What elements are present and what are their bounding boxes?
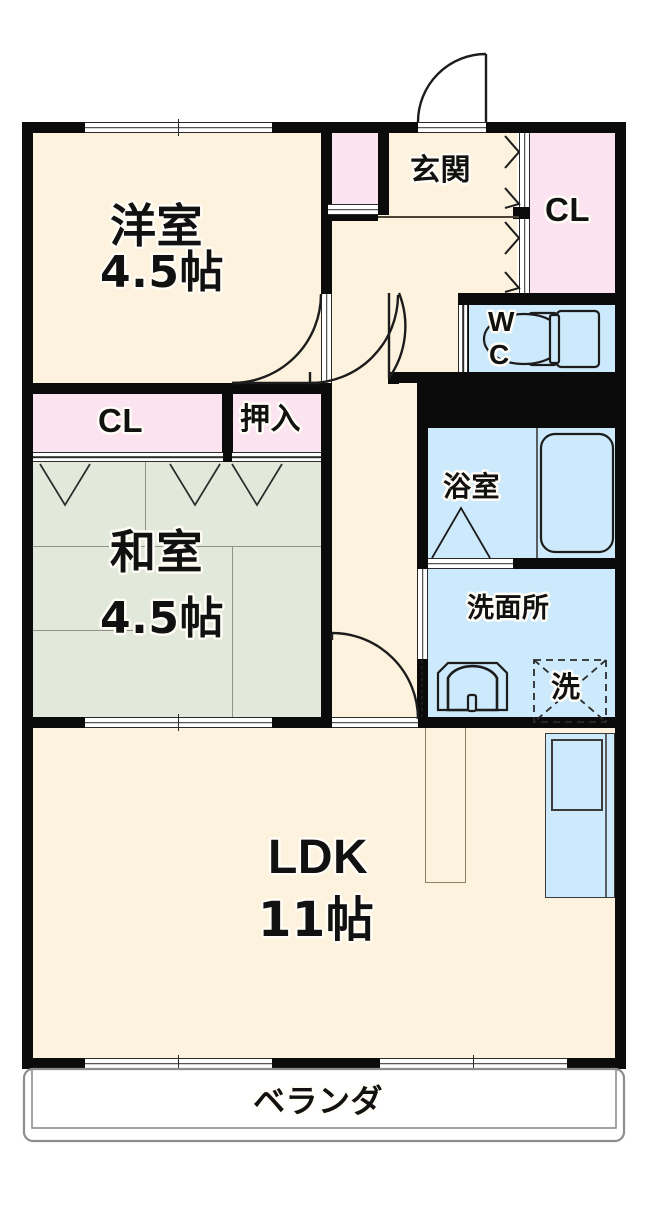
kitchen-cabinet-line-v2	[465, 728, 467, 883]
entrance-door-opening[interactable]	[418, 122, 486, 133]
tatami-joint-v2	[232, 546, 234, 717]
entrance-closet-doors[interactable]	[519, 133, 530, 207]
window-ldk-left[interactable]	[85, 1055, 272, 1072]
washroom-sliding-door[interactable]	[417, 569, 428, 659]
wall-closet-divider	[222, 383, 233, 462]
wall-wc-top	[458, 293, 626, 305]
wall-outer-left	[22, 122, 33, 1069]
kitchen-cabinet-line-v	[425, 728, 427, 883]
wall-shoebox-right	[378, 122, 389, 215]
japanese-closet-floor	[33, 388, 223, 456]
entrance-door-swing	[416, 52, 488, 123]
bath-door[interactable]	[428, 558, 513, 569]
wall-bath-bottom	[417, 558, 626, 569]
tatami-joint-v1	[145, 462, 147, 546]
kitchen-cabinet-line-h	[425, 882, 465, 884]
wc-door-opening[interactable]	[458, 305, 468, 372]
balcony-outline	[22, 1067, 626, 1143]
oshiire-doors[interactable]	[232, 452, 321, 462]
tatami-joint-h1	[33, 546, 321, 548]
wall-bath-top-band	[417, 383, 626, 428]
wall-bath-left	[417, 383, 428, 728]
label-balcony: ベランダ	[253, 1082, 384, 1120]
entrance-closet-doors-lower[interactable]	[519, 219, 530, 293]
entrance-floor	[388, 133, 517, 215]
shoe-box-closet-floor	[328, 133, 378, 215]
hallway-floor-lower	[332, 383, 420, 728]
kitchen-counter-floor	[545, 733, 615, 898]
bath-floor	[428, 428, 615, 558]
tatami-joint-h2	[33, 630, 146, 632]
wall-entrance-step	[332, 215, 378, 221]
washroom-floor	[428, 568, 615, 728]
toilet-floor	[468, 305, 615, 378]
wall-japanese-room-right	[321, 383, 332, 728]
wall-outer-bottom	[22, 1058, 626, 1069]
wall-washroom-bottom	[417, 717, 626, 728]
window-japanese-room[interactable]	[85, 714, 272, 731]
wall-wc-bottom	[388, 372, 626, 383]
wall-outer-right	[615, 122, 626, 1069]
entrance-floor-edge	[378, 216, 519, 218]
wall-hall-right-upper	[388, 372, 399, 384]
window-ldk-right[interactable]	[380, 1055, 567, 1072]
ldk-floor	[33, 728, 615, 1058]
japanese-room-floor	[33, 462, 321, 717]
entrance-closet-floor	[530, 133, 615, 293]
western-room-door-opening[interactable]	[321, 294, 332, 383]
wall-western-room-right	[321, 122, 332, 383]
western-room-floor	[33, 133, 321, 383]
shoebox-door[interactable]	[328, 204, 378, 215]
japanese-closet-doors[interactable]	[33, 452, 223, 462]
oshiire-floor	[232, 388, 321, 456]
window-western-room[interactable]	[85, 119, 272, 136]
hall-ldk-opening[interactable]	[332, 717, 418, 728]
wall-japanese-closet-top	[22, 383, 332, 394]
